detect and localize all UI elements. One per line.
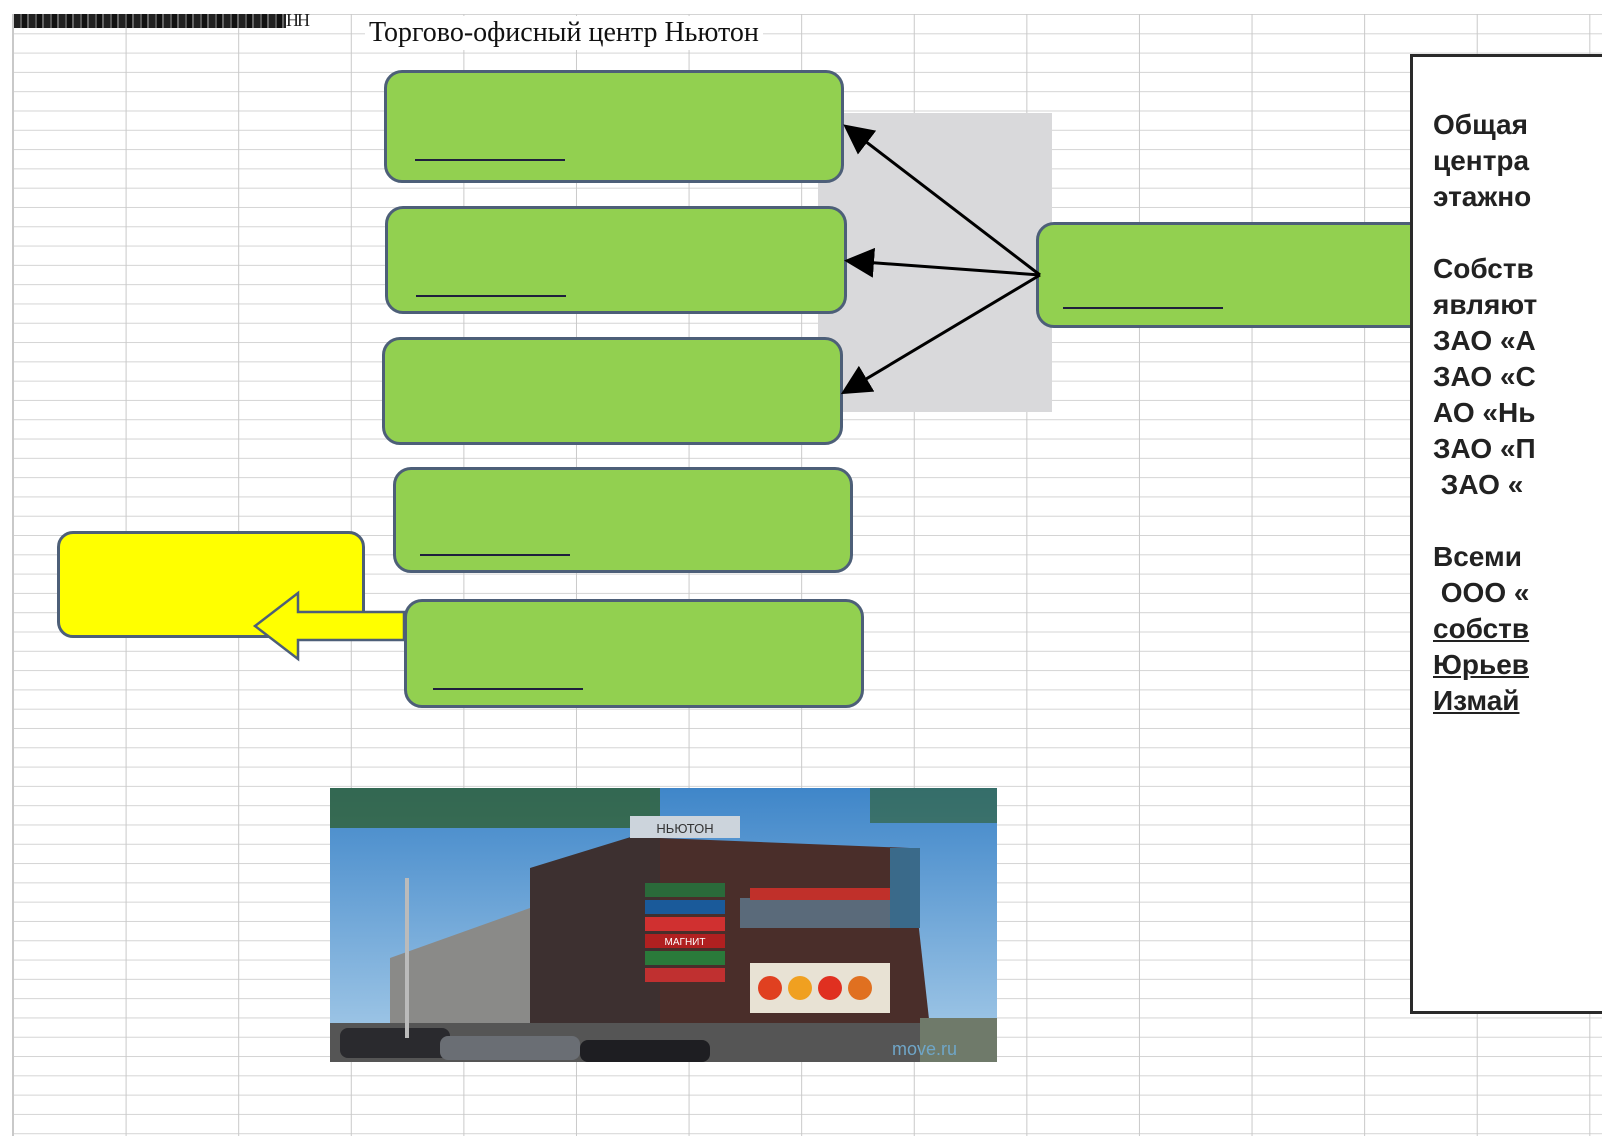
garbled-header-tail: НН: [286, 10, 310, 30]
info-line: центра: [1433, 145, 1530, 176]
garbled-header-text: [14, 14, 286, 28]
green-box-source: [1036, 222, 1456, 328]
page-title: Торгово-офисный центр Ньютон: [365, 16, 763, 50]
green-box-3: [382, 337, 843, 445]
svg-text:НЬЮТОН: НЬЮТОН: [656, 821, 713, 836]
info-line: ООО «: [1433, 577, 1530, 608]
info-line: являют: [1433, 289, 1538, 320]
info-line: этажно: [1433, 181, 1532, 212]
info-line: ЗАО «П: [1433, 433, 1536, 464]
info-line: АО «Нь: [1433, 397, 1536, 428]
info-line: ЗАО «С: [1433, 361, 1536, 392]
info-line: [1433, 215, 1602, 251]
info-line: Собств: [1433, 253, 1534, 284]
green-box-5: [404, 599, 864, 708]
blank-line-source: [1063, 307, 1223, 309]
arrow-to-box-3: [840, 273, 1041, 395]
photo-watermark: move.ru: [891, 1039, 957, 1059]
arrow-to-box-1: [843, 124, 1041, 277]
green-box-1: [384, 70, 844, 183]
green-box-4: [393, 467, 853, 573]
blank-line-4: [420, 554, 570, 556]
green-box-2: [385, 206, 847, 314]
svg-text:МАГНИТ: МАГНИТ: [665, 937, 706, 948]
blank-line-5: [433, 688, 583, 690]
info-line: Всеми: [1433, 541, 1522, 572]
info-line: собств: [1433, 613, 1530, 644]
blank-line-1: [415, 159, 565, 161]
building-photo: НЬЮТОН МАГНИТ move.ru: [330, 788, 997, 1062]
info-line: Измай: [1433, 685, 1520, 716]
info-line: Общая: [1433, 109, 1528, 140]
info-line: ЗАО «: [1433, 469, 1524, 500]
info-line: ЗАО «А: [1433, 325, 1536, 356]
yellow-arrow: [252, 590, 406, 662]
arrow-to-box-2: [844, 247, 1041, 278]
info-line: Юрьев: [1433, 649, 1529, 680]
info-line: [1433, 503, 1602, 539]
blank-line-2: [416, 295, 566, 297]
